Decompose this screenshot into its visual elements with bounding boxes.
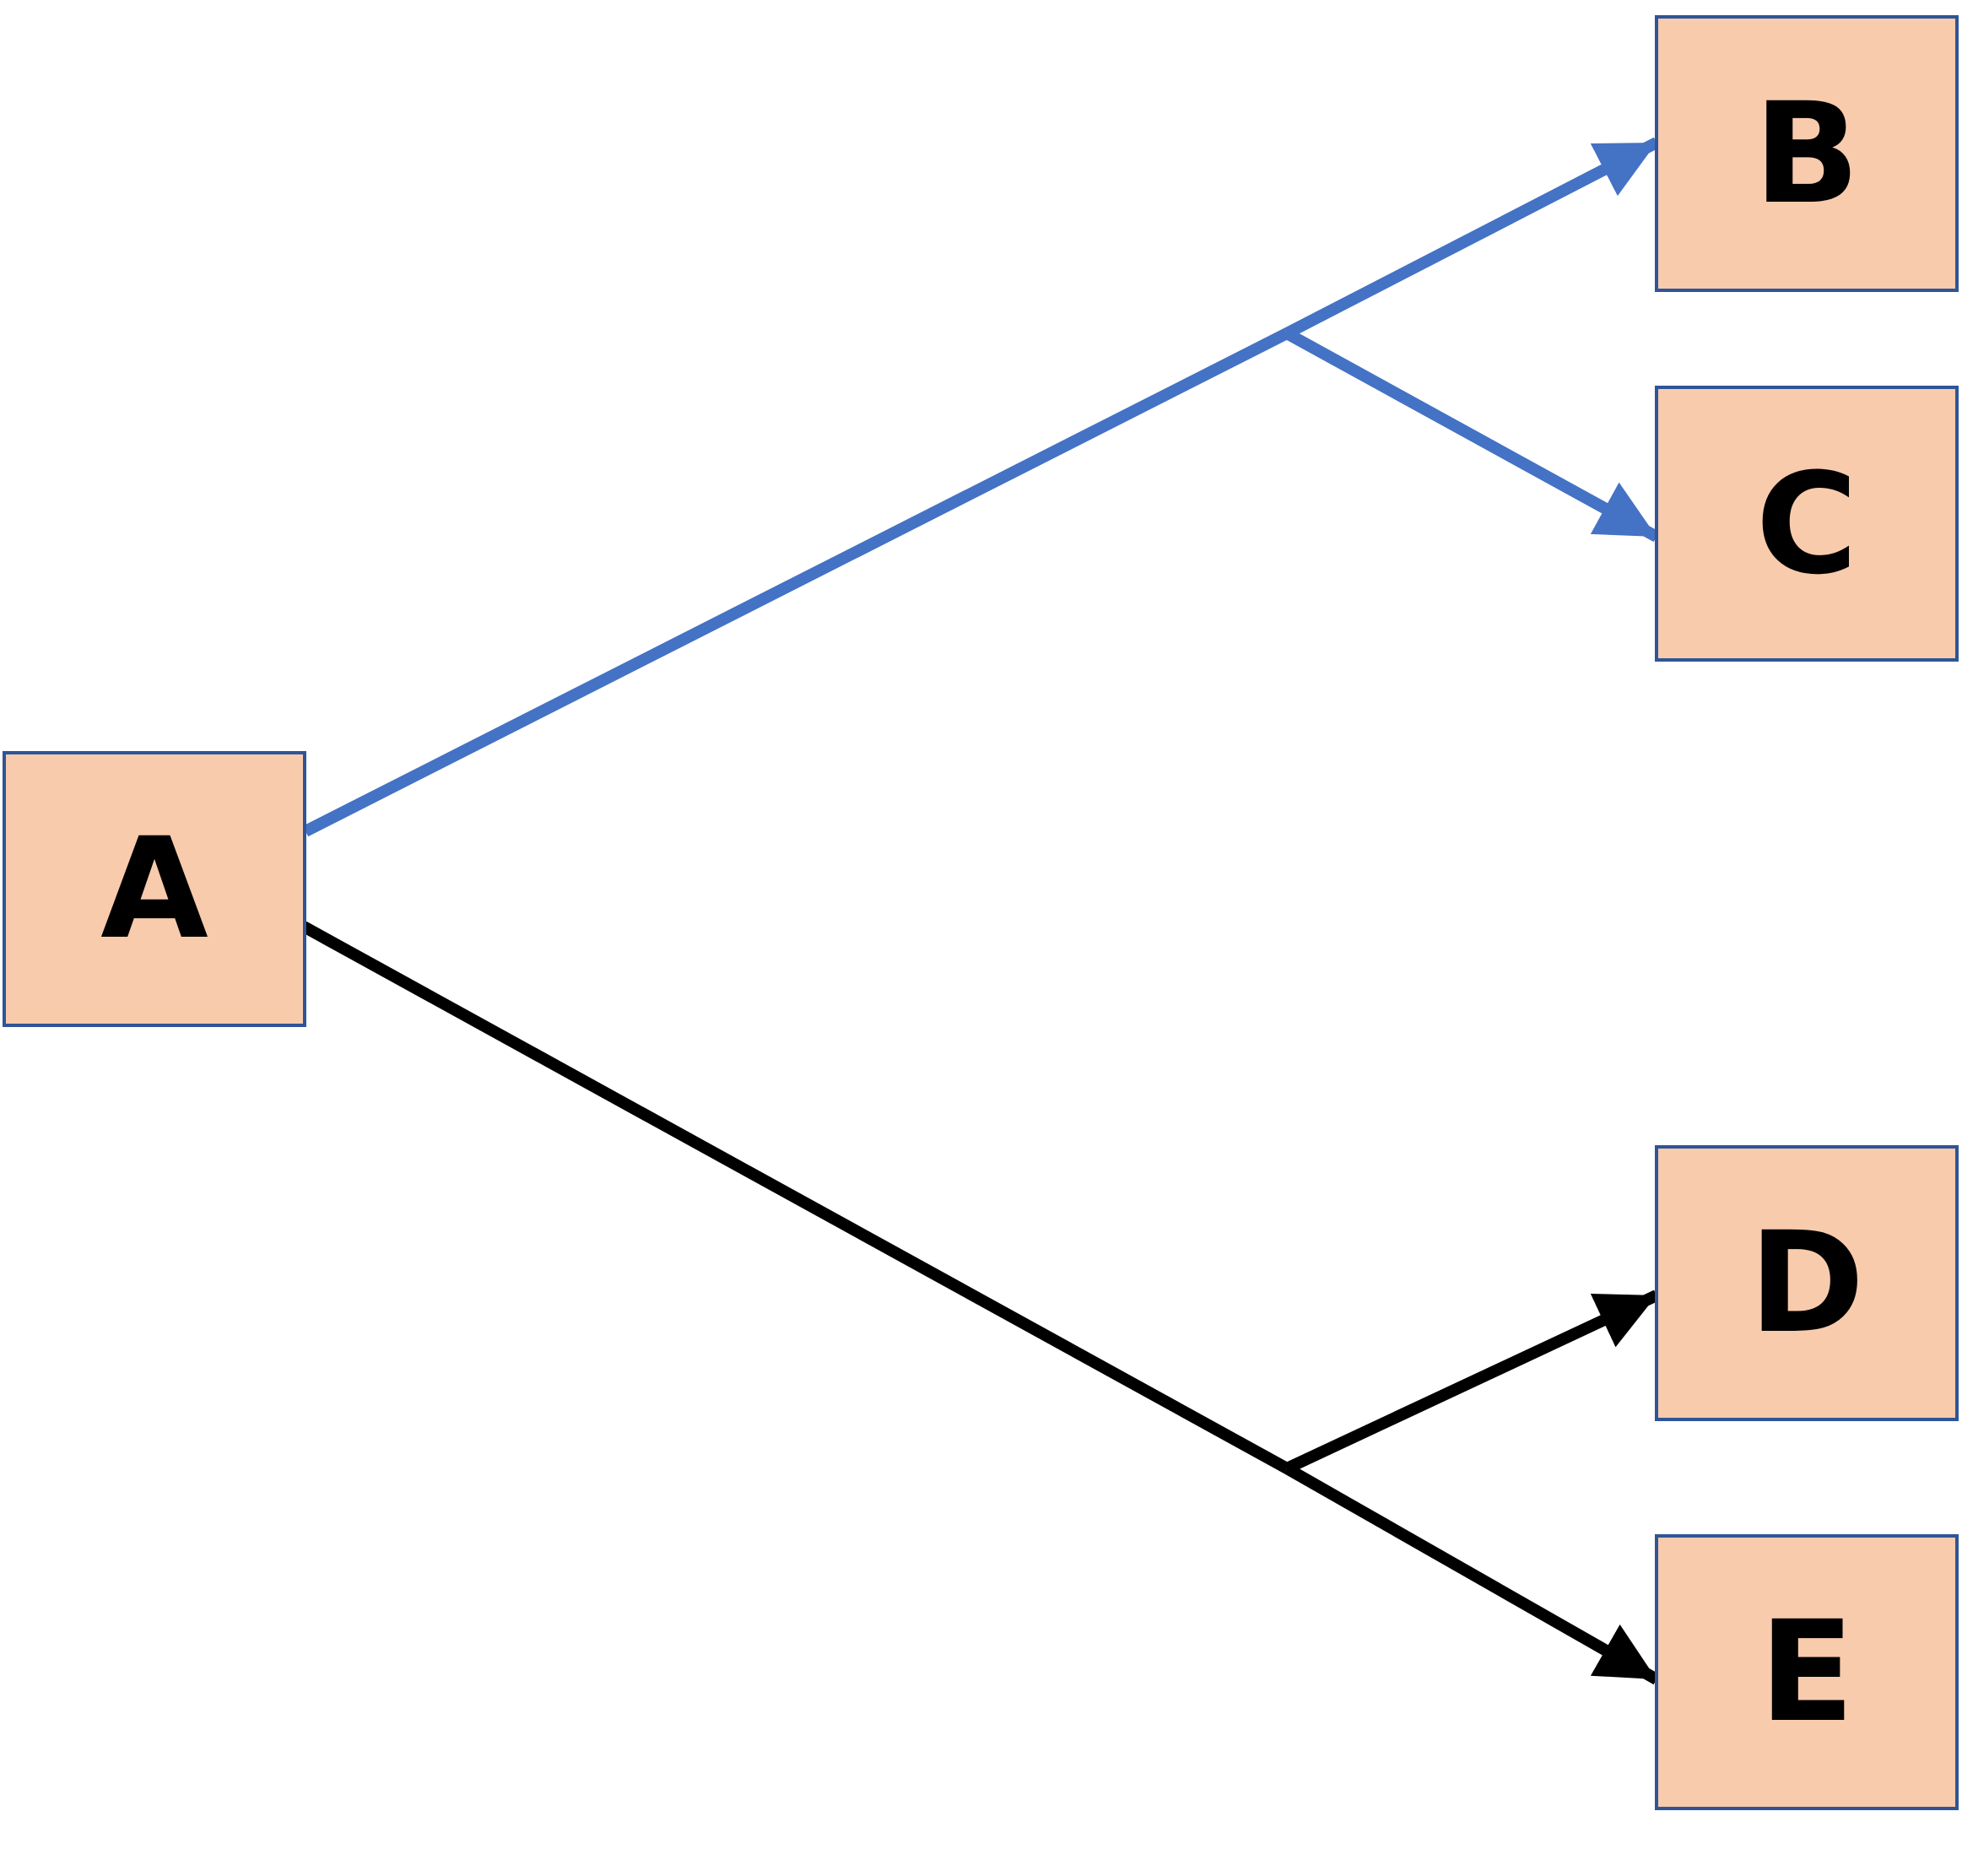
node-b-label: B (1754, 73, 1860, 235)
edge-a-to-split-lower (300, 921, 1290, 1474)
edge-split-to-b (1284, 137, 1660, 339)
node-b[interactable]: B (1655, 15, 1959, 292)
edge-split-to-c (1284, 327, 1660, 543)
node-c[interactable]: C (1655, 386, 1959, 662)
edge-group-upper (302, 137, 1660, 837)
node-e-box (1655, 1534, 1959, 1810)
node-a-label: A (100, 808, 208, 970)
node-e[interactable]: E (1655, 1534, 1959, 1810)
node-c-box (1655, 386, 1959, 662)
edge-a-to-split-upper (302, 327, 1290, 837)
node-d-label: D (1749, 1202, 1865, 1364)
node-c-label: C (1755, 443, 1857, 605)
node-e-label: E (1759, 1591, 1855, 1753)
edge-split-to-d (1284, 1289, 1659, 1474)
edge-split-to-e (1284, 1462, 1660, 1685)
node-a-box (3, 751, 306, 1027)
node-d[interactable]: D (1655, 1145, 1959, 1421)
node-a[interactable]: A (3, 751, 306, 1027)
edge-group-lower (300, 921, 1660, 1685)
node-b-box (1655, 15, 1959, 292)
node-d-box (1655, 1145, 1959, 1421)
